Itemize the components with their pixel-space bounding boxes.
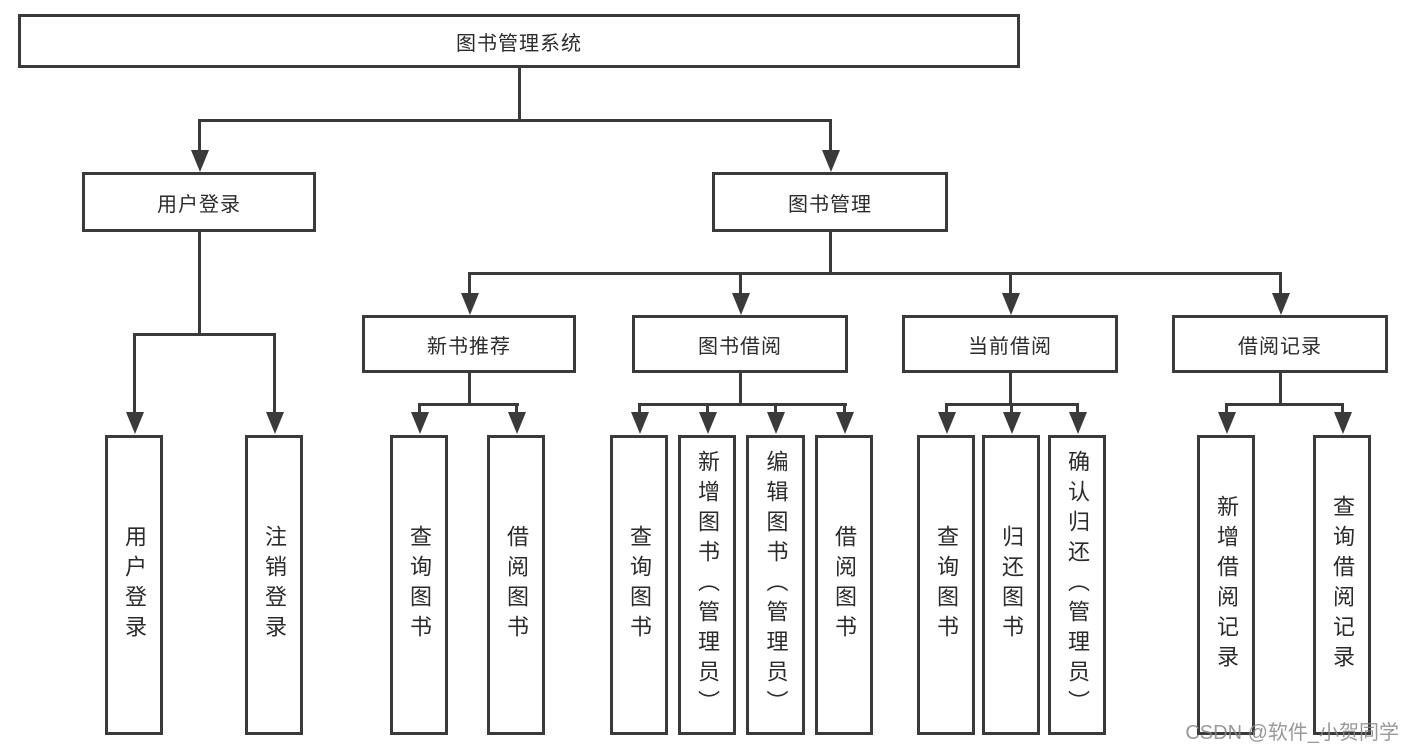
csdn-watermark: CSDN @软件_小贺同学 — [1185, 722, 1399, 744]
leaf-bb-add-books-label: 新增图书（管理员） — [695, 450, 720, 720]
leaf-cb-return-books-label: 归还图书 — [999, 525, 1024, 645]
arrow-down-icon — [126, 412, 144, 434]
connector-drop — [638, 403, 641, 415]
node-new-rec: 新书推荐 — [362, 315, 576, 373]
connector-user-login-stub — [198, 232, 201, 336]
leaf-logout: 注销登录 — [245, 435, 303, 735]
connector-drop — [1225, 403, 1228, 415]
node-root: 图书管理系统 — [18, 14, 1020, 68]
leaf-br-add-record: 新增借阅记录 — [1197, 435, 1255, 735]
leaf-logout-label: 注销登录 — [262, 525, 287, 645]
leaf-cb-confirm-return: 确认归还（管理员） — [1048, 435, 1106, 735]
leaf-cb-query-books: 查询图书 — [917, 435, 975, 735]
leaf-user-login-label: 用户登录 — [122, 525, 147, 645]
arrow-down-icon — [1272, 293, 1290, 315]
connector-drop — [706, 403, 709, 415]
connector-drop — [1076, 403, 1079, 415]
connector-records-stub — [1279, 373, 1282, 406]
leaf-rec-borrow-books-label: 借阅图书 — [504, 525, 529, 645]
node-records: 借阅记录 — [1172, 315, 1388, 373]
leaf-bb-query-books-label: 查询图书 — [627, 525, 652, 645]
connector-book-mgmt-stub — [829, 232, 832, 275]
node-records-label: 借阅记录 — [1238, 335, 1322, 358]
connector-records-branch — [1225, 403, 1344, 406]
arrow-down-icon — [1218, 412, 1236, 434]
leaf-rec-query-books: 查询图书 — [390, 435, 448, 735]
arrow-down-icon — [732, 293, 750, 315]
connector-user-login-branch — [133, 333, 276, 336]
node-root-label: 图书管理系统 — [456, 32, 582, 55]
connector-drop — [273, 333, 276, 414]
node-borrowing: 图书借阅 — [632, 315, 848, 373]
connector-drop — [1009, 272, 1012, 296]
leaf-cb-query-books-label: 查询图书 — [934, 525, 959, 645]
connector-borrowing-stub — [739, 373, 742, 406]
arrow-down-icon — [1003, 412, 1021, 434]
node-user-login-label: 用户登录 — [157, 193, 241, 216]
arrow-down-icon — [411, 412, 429, 434]
connector-drop — [829, 119, 832, 153]
arrow-down-icon — [1002, 293, 1020, 315]
node-current-label: 当前借阅 — [968, 335, 1052, 358]
arrow-down-icon — [191, 150, 209, 172]
connector-drop — [843, 403, 846, 415]
arrow-down-icon — [461, 293, 479, 315]
connector-drop — [739, 272, 742, 296]
leaf-br-query-record-label: 查询借阅记录 — [1330, 495, 1355, 675]
leaf-bb-query-books: 查询图书 — [610, 435, 668, 735]
leaf-bb-edit-books: 编辑图书（管理员） — [746, 435, 805, 735]
leaf-bb-borrow-books: 借阅图书 — [815, 435, 873, 735]
leaf-bb-edit-books-label: 编辑图书（管理员） — [763, 450, 789, 720]
connector-new-rec-branch — [418, 403, 519, 406]
arrow-down-icon — [822, 150, 840, 172]
node-user-login: 用户登录 — [82, 172, 316, 232]
connector-drop — [1279, 272, 1282, 296]
connector-root-stub — [518, 68, 521, 122]
arrow-down-icon — [767, 412, 785, 434]
connector-new-rec-stub — [468, 373, 471, 406]
connector-drop — [133, 333, 136, 414]
node-new-rec-label: 新书推荐 — [427, 335, 511, 358]
connector-borrowing-branch — [638, 403, 847, 406]
connector-drop — [774, 403, 777, 415]
leaf-bb-borrow-books-label: 借阅图书 — [832, 525, 857, 645]
connector-current-stub — [1009, 373, 1012, 406]
arrow-down-icon — [631, 412, 649, 434]
connector-drop — [418, 403, 421, 415]
leaf-bb-add-books: 新增图书（管理员） — [678, 435, 736, 735]
arrow-down-icon — [508, 412, 526, 434]
connector-drop — [1341, 403, 1344, 415]
node-book-mgmt: 图书管理 — [712, 172, 948, 232]
leaf-cb-return-books: 归还图书 — [982, 435, 1040, 735]
leaf-rec-query-books-label: 查询图书 — [407, 525, 432, 645]
leaf-rec-borrow-books: 借阅图书 — [487, 435, 545, 735]
connector-book-mgmt-branch — [468, 272, 1282, 275]
node-current: 当前借阅 — [902, 315, 1118, 373]
connector-drop — [1010, 403, 1013, 415]
arrow-down-icon — [836, 412, 854, 434]
connector-drop — [945, 403, 948, 415]
arrow-down-icon — [938, 412, 956, 434]
connector-root-branch — [198, 119, 831, 122]
leaf-br-add-record-label: 新增借阅记录 — [1214, 495, 1239, 675]
leaf-br-query-record: 查询借阅记录 — [1313, 435, 1371, 735]
connector-drop — [468, 272, 471, 296]
arrow-down-icon — [266, 412, 284, 434]
leaf-cb-confirm-return-label: 确认归还（管理员） — [1065, 450, 1090, 720]
node-borrowing-label: 图书借阅 — [698, 335, 782, 358]
connector-drop — [515, 403, 518, 415]
arrow-down-icon — [699, 412, 717, 434]
node-book-mgmt-label: 图书管理 — [788, 193, 872, 216]
arrow-down-icon — [1334, 412, 1352, 434]
connector-drop — [198, 119, 201, 153]
arrow-down-icon — [1069, 412, 1087, 434]
leaf-user-login: 用户登录 — [105, 435, 163, 735]
